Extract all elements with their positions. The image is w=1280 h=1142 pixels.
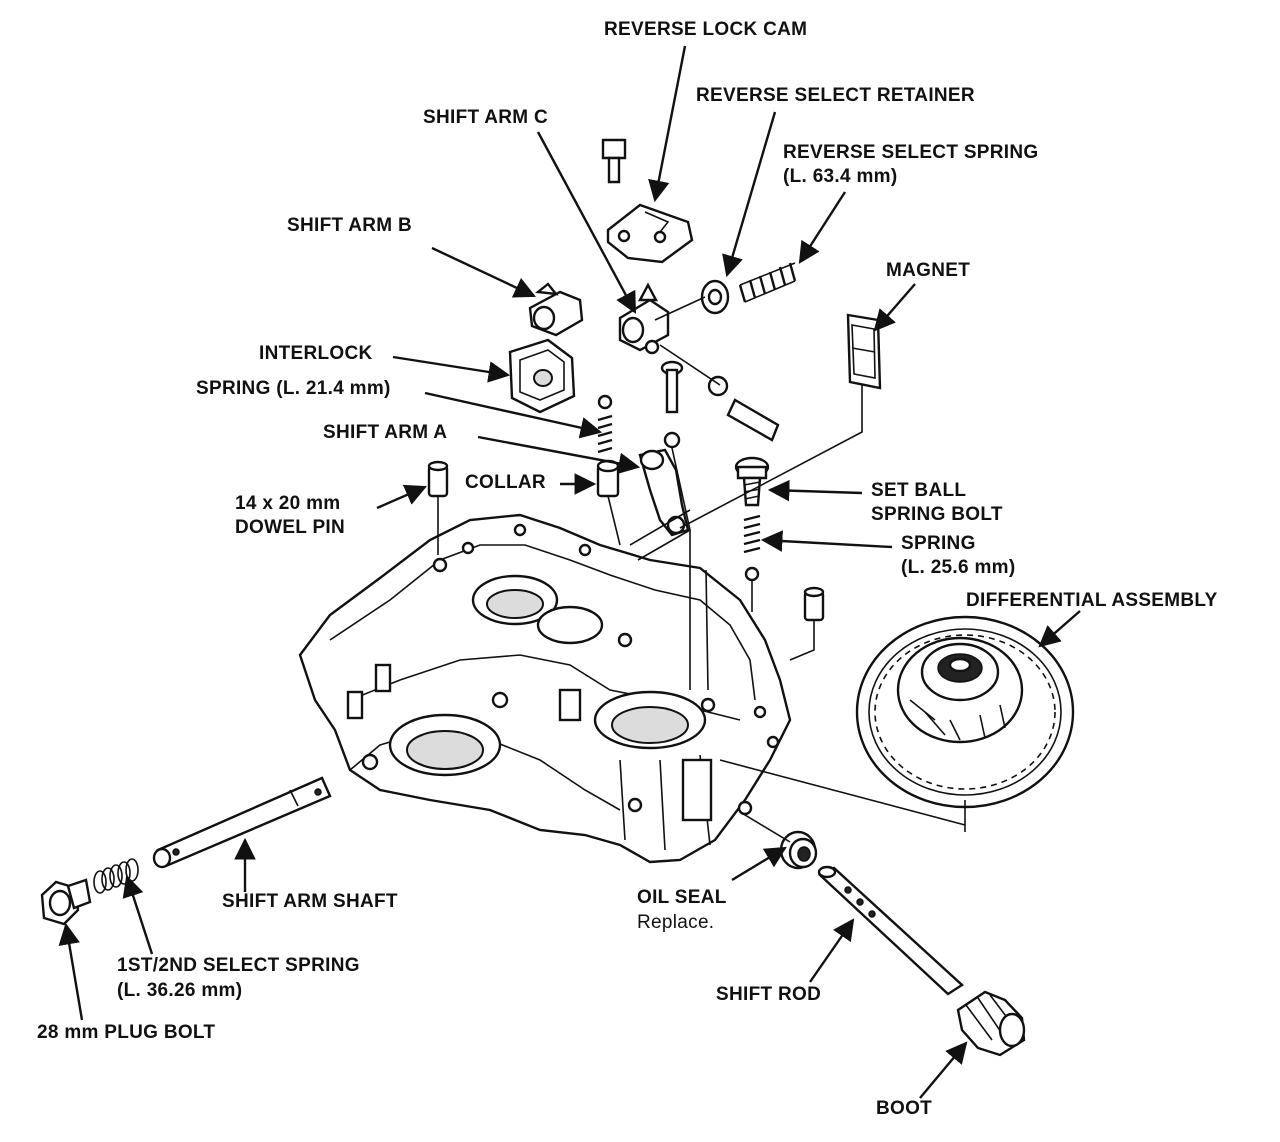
collar: [596, 459, 620, 498]
label-set-ball: SET BALL: [871, 480, 967, 501]
label-dowel-pin: DOWEL PIN: [235, 517, 346, 538]
label-shift-rod: SHIFT ROD: [716, 984, 822, 1005]
transmission-housing: [298, 513, 792, 864]
label-reverse-lock-cam: REVERSE LOCK CAM: [604, 19, 808, 40]
spring-25mm: [743, 514, 761, 582]
reverse-lock-cam: [606, 203, 694, 264]
differential-assembly: [855, 615, 1075, 809]
leader-arrows: [58, 45, 1081, 1099]
label-spring-bolt: SPRING BOLT: [871, 504, 1003, 525]
arm-c-bolt: [707, 375, 780, 442]
reverse-select-retainer: [700, 279, 730, 315]
magnet: [846, 313, 882, 390]
label-reverse-select-retainer: REVERSE SELECT RETAINER: [696, 85, 975, 106]
shift-arm-b: [528, 282, 584, 337]
reverse-select-spring: [738, 262, 797, 303]
label-reverse-select-spring: REVERSE SELECT SPRING: [783, 142, 1039, 163]
label-1st-2nd-select-spring: 1ST/2ND SELECT SPRING: [117, 955, 360, 976]
label-spring-25mm: SPRING: [901, 533, 976, 554]
label-28mm-plug-bolt: 28 mm PLUG BOLT: [37, 1022, 216, 1043]
label-1st-2nd-select-spring-length: (L. 36.26 mm): [117, 980, 243, 1001]
label-collar: COLLAR: [465, 472, 546, 493]
oil-seal: [779, 830, 818, 870]
dowel-pin-2: [803, 586, 825, 622]
shift-arm-c: [618, 282, 670, 355]
label-interlock: INTERLOCK: [259, 343, 373, 364]
label-magnet: MAGNET: [886, 260, 971, 281]
plug-bolt: [40, 878, 92, 926]
label-shift-arm-c: SHIFT ARM C: [423, 107, 549, 128]
shift-rod: [817, 865, 964, 996]
label-shift-arm-a: SHIFT ARM A: [323, 422, 448, 443]
boot: [956, 990, 1026, 1057]
cam-bolt: [601, 138, 627, 184]
shift-arm-a: [638, 448, 690, 537]
shift-arm-shaft: [152, 776, 332, 869]
assembly-centerlines: [437, 296, 966, 843]
interlock: [508, 338, 576, 414]
spring-21mm: [597, 394, 613, 454]
label-spring-21mm: SPRING (L. 21.4 mm): [196, 378, 391, 399]
label-oil-seal-note: Replace.: [637, 912, 715, 933]
label-spring-25mm-length: (L. 25.6 mm): [901, 557, 1016, 578]
label-differential-assembly: DIFFERENTIAL ASSEMBLY: [966, 590, 1218, 611]
label-dowel-pin-size: 14 x 20 mm: [235, 493, 341, 514]
set-ball-spring-bolt: [734, 456, 770, 507]
arm-a-bolt: [660, 360, 684, 449]
label-boot: BOOT: [876, 1098, 933, 1119]
label-reverse-select-spring-length: (L. 63.4 mm): [783, 166, 898, 187]
dowel-pin: [427, 460, 449, 498]
label-shift-arm-b: SHIFT ARM B: [287, 215, 413, 236]
label-shift-arm-shaft: SHIFT ARM SHAFT: [222, 891, 398, 912]
label-oil-seal: OIL SEAL: [637, 887, 727, 908]
